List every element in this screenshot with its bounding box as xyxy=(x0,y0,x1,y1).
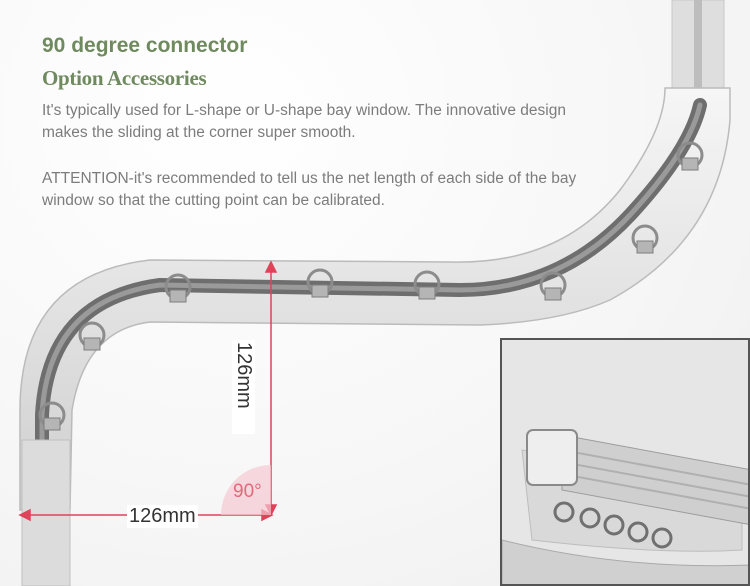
track-endcap-closeup xyxy=(502,340,748,584)
detail-inset xyxy=(500,338,750,586)
track-body xyxy=(19,87,731,511)
subheading: Option Accessories xyxy=(42,66,207,90)
angle-marker xyxy=(221,465,271,515)
height-dimension-label: 126mm xyxy=(232,340,255,434)
width-dimension-label: 126mm xyxy=(127,505,198,528)
description-paragraph: It's typically used for L-shape or U-sha… xyxy=(42,102,566,141)
angle-label: 90° xyxy=(233,481,262,502)
heading: 90 degree connector xyxy=(42,34,248,57)
attention-paragraph: ATTENTION-it's recommended to tell us th… xyxy=(42,170,577,209)
